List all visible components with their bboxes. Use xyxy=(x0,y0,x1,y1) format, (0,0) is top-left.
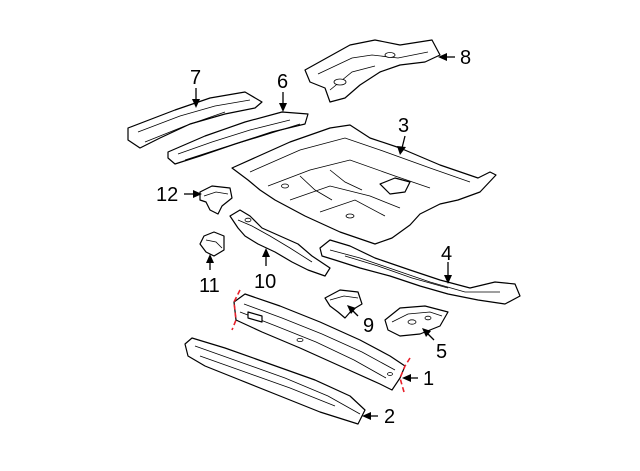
arrow-9 xyxy=(347,305,356,314)
callout-5: 5 xyxy=(436,341,447,363)
part-10-crossmember xyxy=(229,209,331,277)
leader-lines xyxy=(184,53,455,420)
callout-1: 1 xyxy=(423,368,434,390)
arrow-2 xyxy=(362,412,371,420)
part-7-rail xyxy=(127,91,263,149)
callout-3: 3 xyxy=(398,115,409,137)
callout-6: 6 xyxy=(277,71,288,93)
cut-marks xyxy=(231,289,411,393)
part-11-bracket xyxy=(199,231,225,257)
part-1-rocker xyxy=(233,293,406,391)
leader-3 xyxy=(401,135,406,149)
part-4-rail xyxy=(319,239,521,305)
arrow-11 xyxy=(206,254,214,263)
callout-2: 2 xyxy=(384,406,395,428)
arrow-5 xyxy=(422,328,431,337)
callout-11: 11 xyxy=(199,275,220,297)
arrow-3 xyxy=(397,146,406,155)
part-2-sill xyxy=(184,337,366,425)
callout-labels: 1 2 3 4 5 6 7 8 9 10 11 12 xyxy=(156,47,471,428)
part-8-crossmember xyxy=(304,39,441,103)
part-12-bracket xyxy=(199,185,233,215)
leader-9 xyxy=(352,310,359,317)
callout-7: 7 xyxy=(190,67,201,89)
arrow-1 xyxy=(402,374,411,382)
callout-12: 12 xyxy=(156,184,178,206)
arrow-12 xyxy=(193,190,202,198)
part-3-floor-pan xyxy=(231,124,497,245)
arrow-6 xyxy=(279,103,287,112)
part-6-rail xyxy=(167,111,309,165)
part-5-bracket xyxy=(384,305,449,337)
arrow-4 xyxy=(444,275,452,284)
callout-9: 9 xyxy=(363,315,374,337)
callout-10: 10 xyxy=(254,271,276,293)
arrow-10 xyxy=(262,248,270,257)
arrow-8 xyxy=(438,53,447,61)
callout-4: 4 xyxy=(441,243,452,265)
callout-8: 8 xyxy=(460,47,471,69)
arrow-7 xyxy=(192,99,200,108)
leader-5 xyxy=(427,333,435,341)
